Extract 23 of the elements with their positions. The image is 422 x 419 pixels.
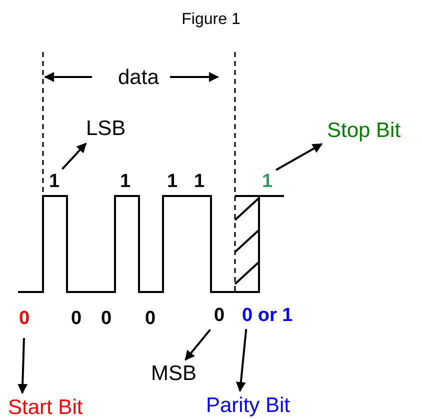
arrow xyxy=(184,329,211,361)
bit-value: 1 xyxy=(120,172,131,191)
bit-value: 0 xyxy=(214,306,225,325)
bit-label: LSB xyxy=(86,118,126,139)
arrow xyxy=(18,338,28,394)
arrow xyxy=(276,143,323,171)
figure-title: Figure 1 xyxy=(180,12,242,28)
bit-label: Parity Bit xyxy=(206,395,290,416)
bit-value: 0 xyxy=(145,309,156,328)
bit-value: 0 or 1 xyxy=(242,306,293,325)
arrow xyxy=(62,142,87,170)
bit-label: MSB xyxy=(151,363,197,384)
dimension-label: data xyxy=(118,67,159,88)
bit-value: 1 xyxy=(262,172,273,191)
bit-value: 0 xyxy=(101,309,112,328)
bit-value: 0 xyxy=(19,309,30,328)
bit-value: 1 xyxy=(167,172,178,191)
bit-label: Stop Bit xyxy=(327,120,401,141)
bit-value: 0 xyxy=(71,309,82,328)
bit-label: Start Bit xyxy=(8,397,83,418)
bit-value: 1 xyxy=(49,172,60,191)
bit-value: 1 xyxy=(194,172,205,191)
arrow xyxy=(236,328,248,392)
